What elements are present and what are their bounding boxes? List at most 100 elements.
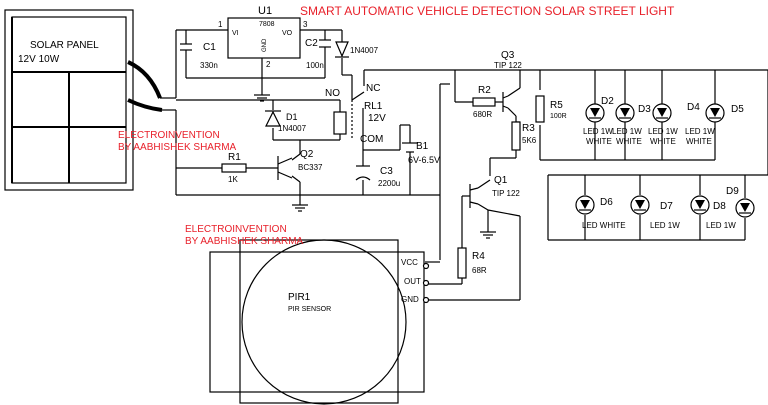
u1-part: 7808 <box>259 21 275 28</box>
r1-value: 1K <box>228 175 238 184</box>
pir-ref: PIR1 <box>288 292 311 303</box>
led-ref: D9 <box>726 186 739 197</box>
u1-pin1: 1 <box>218 20 223 29</box>
r2-value: 680R <box>473 110 492 119</box>
c3-value: 2200u <box>378 179 400 188</box>
led-d9: D9 <box>726 186 755 218</box>
r4-value: 68R <box>472 266 487 275</box>
wiring <box>175 29 768 301</box>
led-d4: D4 LED 1W WHITE <box>648 102 700 146</box>
solar-panel-name: SOLAR PANEL <box>30 40 99 51</box>
transistor-q2: Q2 BC337 <box>277 149 323 180</box>
u1-pin-vo: VO <box>282 30 293 37</box>
resistor-r2: R2 680R <box>472 85 496 119</box>
watermark-by: BY AABHISHEK SHARMA <box>118 142 237 153</box>
diagram-title: SMART AUTOMATIC VEHICLE DETECTION SOLAR … <box>300 4 675 18</box>
led-label: WHITE <box>586 137 612 146</box>
q3-ref: Q3 <box>501 50 515 61</box>
led-d2: D2 LED 1W WHITE <box>583 96 614 146</box>
led-label: LED 1W <box>612 127 642 136</box>
r4-ref: R4 <box>472 251 485 262</box>
led-d8: D8 LED 1W <box>690 195 736 230</box>
u1-ref: U1 <box>258 5 272 17</box>
c3-ref: C3 <box>380 166 393 177</box>
r3-value: 5K6 <box>522 136 537 145</box>
transistor-q1: Q1 TIP 122 <box>469 175 520 208</box>
u1-pin2: 2 <box>266 60 271 69</box>
d1-part: 1N4007 <box>278 124 307 133</box>
led-label: LED 1W <box>648 127 678 136</box>
capacitor-c1: C1 330n <box>180 42 218 70</box>
led-label: WHITE <box>650 137 676 146</box>
watermark: ELECTROINVENTION <box>118 130 220 141</box>
diode-d1: D1 1N4007 <box>265 110 307 133</box>
transistor-q3: Q3 TIP 122 <box>494 50 522 112</box>
c2-value: 100n <box>306 61 324 70</box>
led-d6: D6 LED WHITE <box>575 195 626 230</box>
relay-nc-label: NC <box>366 83 380 94</box>
r5-ref: R5 <box>550 100 563 111</box>
battery-b1: B1 6V-6.5V <box>402 141 440 165</box>
led-ref: D7 <box>660 201 673 212</box>
resistor-r3: R3 5K6 <box>511 121 537 151</box>
u1-pin-gnd: GND <box>262 38 268 52</box>
c2-ref: C2 <box>305 38 318 49</box>
pir-part: PIR SENSOR <box>288 306 331 313</box>
led-label: WHITE <box>616 137 642 146</box>
q2-ref: Q2 <box>300 149 314 160</box>
ground-symbol <box>292 204 308 212</box>
capacitor-c2: C2 100n <box>305 38 331 70</box>
led-d7: D7 LED 1W <box>630 195 680 230</box>
c1-ref: C1 <box>203 42 216 53</box>
q2-part: BC337 <box>298 163 323 172</box>
solar-panel: SOLAR PANEL 12V 10W <box>4 9 134 191</box>
relay-ref: RL1 <box>364 101 383 112</box>
led-label: WHITE <box>686 137 712 146</box>
r3-ref: R3 <box>522 123 535 134</box>
watermark-by: BY AABHISHEK SHARMA <box>185 236 304 247</box>
pir-pin-vcc: VCC <box>401 258 418 267</box>
r1-ref: R1 <box>228 152 241 163</box>
relay-voltage: 12V <box>368 113 386 124</box>
resistor-r4: R4 68R <box>457 247 487 279</box>
b1-value: 6V-6.5V <box>408 155 440 165</box>
resistor-r5: R5 100R <box>535 95 567 123</box>
solar-panel-rating: 12V 10W <box>18 54 60 65</box>
led-label: LED 1W <box>650 221 680 230</box>
led-ref: D8 <box>713 201 726 212</box>
led-label: LED WHITE <box>582 221 626 230</box>
pir-pin-gnd: GND <box>401 295 419 304</box>
led-ref: D2 <box>601 96 614 107</box>
u1-pin3: 3 <box>303 20 308 29</box>
relay-no-label: NO <box>325 88 340 99</box>
ground-symbol <box>480 231 496 239</box>
resistor-r1: R1 1K <box>221 152 247 184</box>
diode-top-part: 1N4007 <box>350 46 379 55</box>
led-ref: D6 <box>600 197 613 208</box>
led-label: LED 1W <box>706 221 736 230</box>
led-d3: D3 LED 1W WHITE <box>612 103 651 146</box>
r5-value: 100R <box>550 113 567 120</box>
watermark: ELECTROINVENTION <box>185 224 287 235</box>
diode-top: 1N4007 <box>335 41 379 58</box>
q1-part: TIP 122 <box>492 189 520 198</box>
led-label: LED 1W <box>685 127 715 136</box>
d1-ref: D1 <box>286 112 298 122</box>
q3-part: TIP 122 <box>494 61 522 70</box>
pir-sensor: PIR1 PIR SENSOR VCC OUT GND <box>209 239 430 405</box>
b1-ref: B1 <box>416 141 429 152</box>
relay-com-label: COM <box>360 134 383 145</box>
led-ref: D5 <box>731 104 744 115</box>
capacitor-c3: C3 2200u <box>355 165 400 188</box>
q1-ref: Q1 <box>494 175 508 186</box>
c1-value: 330n <box>200 61 218 70</box>
led-label: LED 1W <box>583 127 613 136</box>
relay-coil <box>333 100 353 140</box>
led-ref: D3 <box>638 104 651 115</box>
u1-pin-vi: VI <box>232 30 239 37</box>
led-ref: D4 <box>687 102 700 113</box>
pir-pin-out: OUT <box>404 277 421 286</box>
r2-ref: R2 <box>478 85 491 96</box>
regulator-u1: U1 VI VO 7808 GND 1 3 2 <box>218 5 308 69</box>
